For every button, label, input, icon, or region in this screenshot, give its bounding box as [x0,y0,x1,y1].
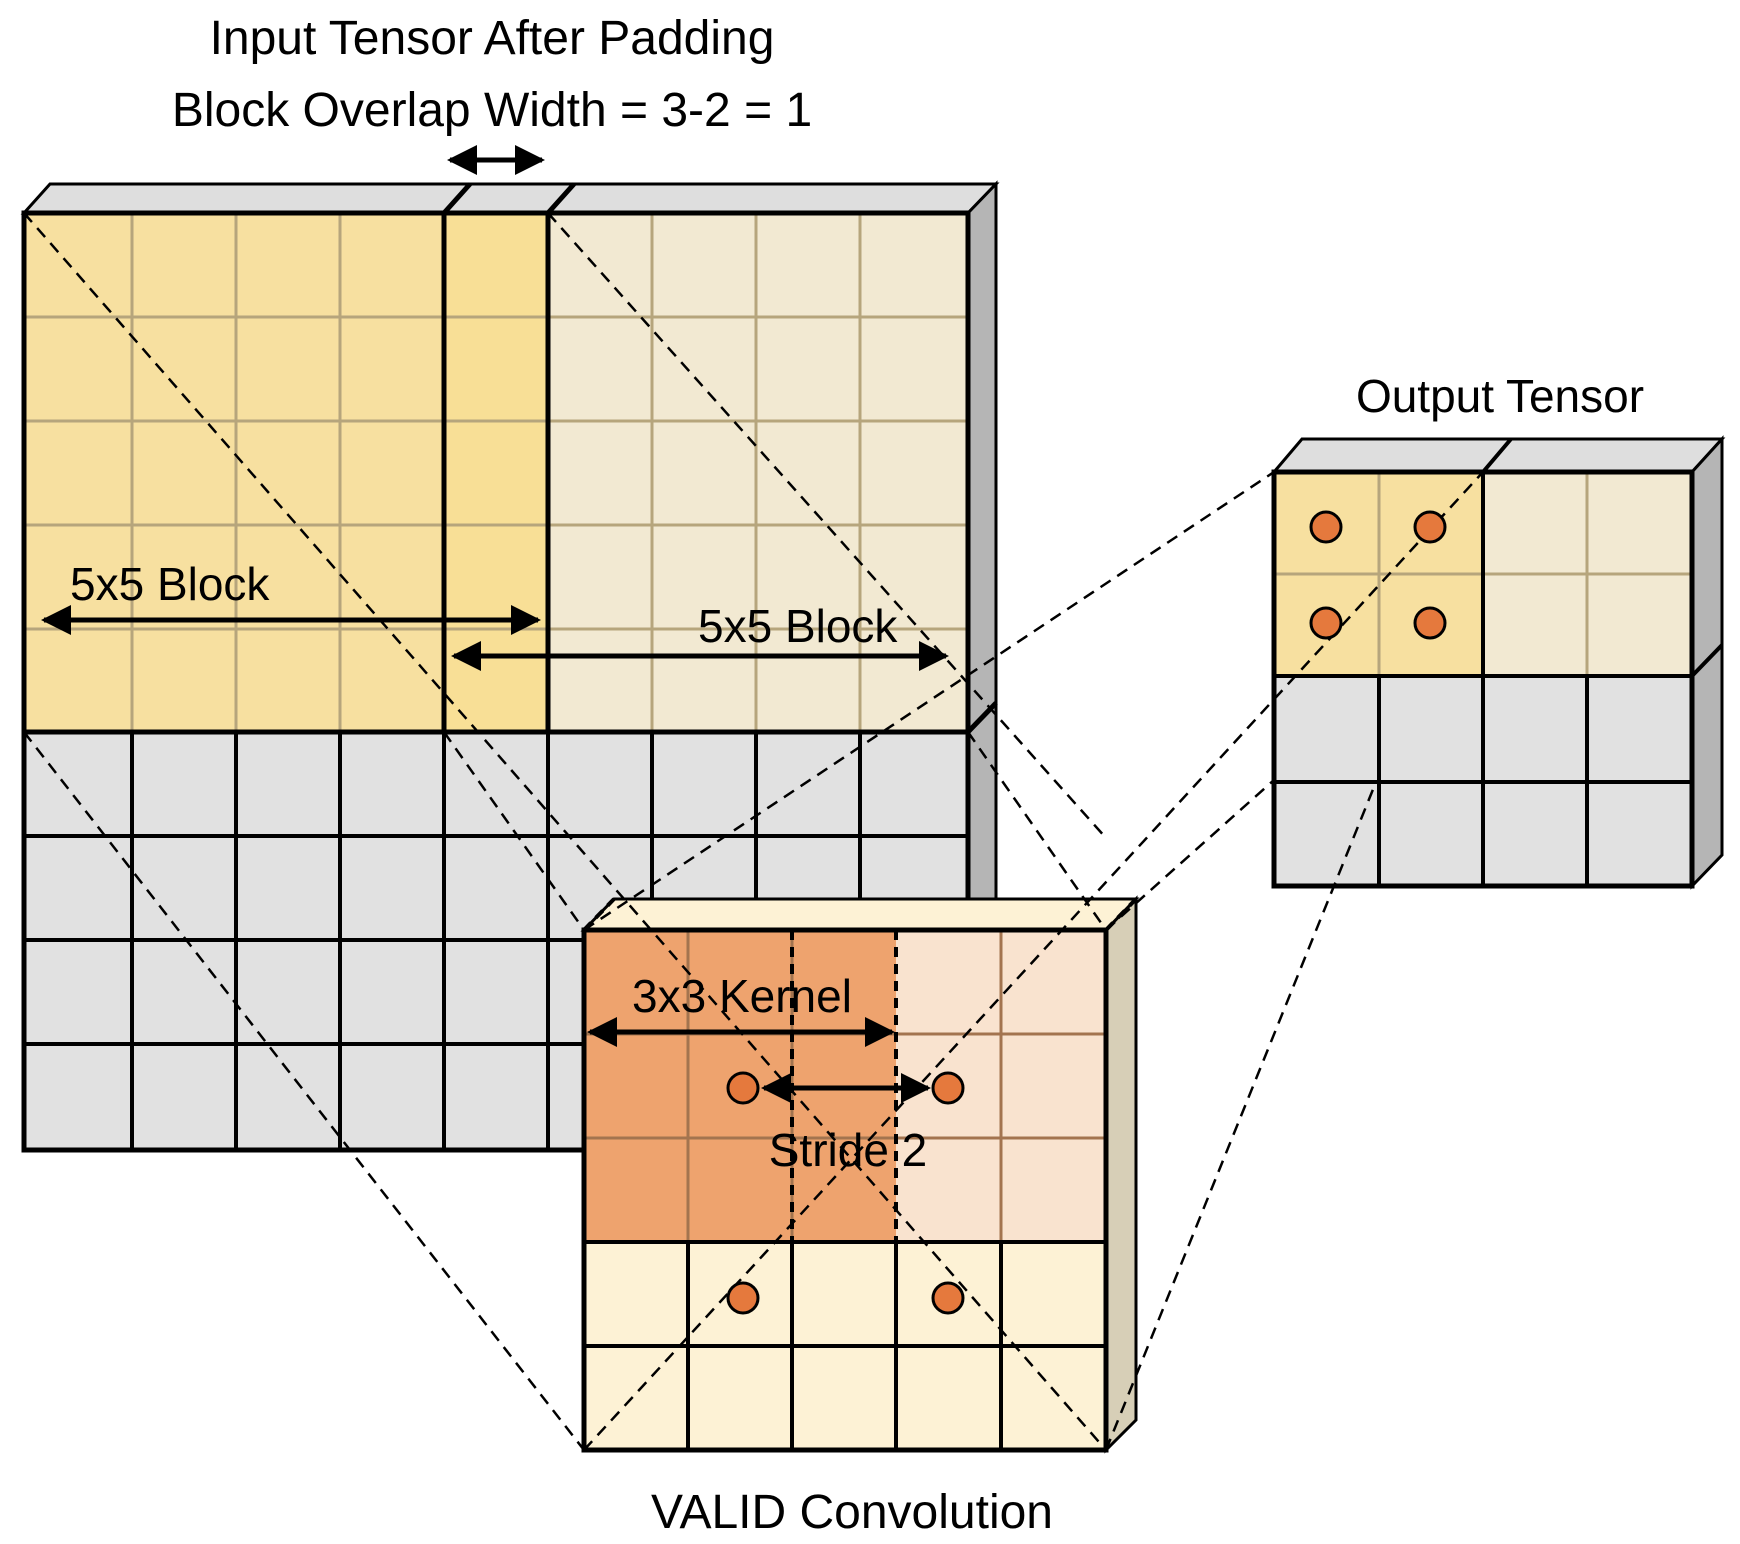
valid-top-face [580,897,1140,932]
output-dot [1309,606,1343,640]
stride-label: Stride 2 [769,1124,928,1176]
valid-caption: VALID Convolution [651,1486,1053,1539]
kernel-center-dot [931,1071,965,1105]
output-grid [1274,437,1724,886]
arrows [41,145,949,1103]
valid-side-face [1104,895,1138,1454]
input-block-borders [21,182,998,1153]
conv-dot [726,1281,760,1315]
output-dot [1413,510,1447,544]
kernel-center-dot [726,1071,760,1105]
output-tensor [1270,435,1726,890]
output-dots [1309,510,1447,640]
block-label-right: 5x5 Block [698,600,898,652]
conv-dot [931,1281,965,1315]
input-block-left [24,213,444,732]
valid-outline [581,927,1109,1453]
conv-dots [726,1071,965,1315]
input-top-face [20,182,1000,215]
overlap-label: Block Overlap Width = 3-2 = 1 [172,84,812,137]
input-title: Input Tensor After Padding [210,12,775,65]
block-label-left: 5x5 Block [70,558,270,610]
output-dot [1309,510,1343,544]
output-dot [1413,606,1447,640]
output-title: Output Tensor [1356,370,1644,422]
kernel-label: 3x3 Kernel [632,970,852,1022]
